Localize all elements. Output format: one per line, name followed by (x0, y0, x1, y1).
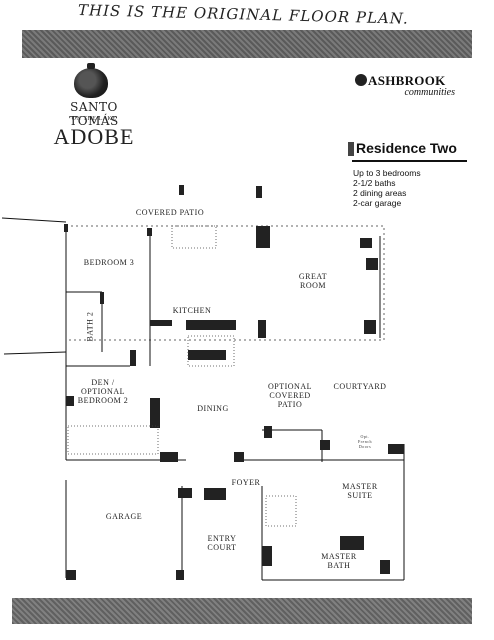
entry-court-line: ENTRY (207, 534, 237, 543)
brand-subtitle: communities (404, 87, 455, 98)
optional-covered-patio-line: OPTIONAL (268, 382, 312, 391)
entry-court-line: COURT (207, 543, 237, 552)
feature-item: 2 dining areas (353, 188, 407, 198)
optional-covered-patio-label: OPTIONAL COVERED PATIO (262, 382, 318, 409)
logo-name: SANTO TOMÁS (69, 100, 119, 128)
top-scan-band (22, 30, 472, 58)
foyer-label: FOYER (231, 478, 261, 487)
den-label-line: OPTIONAL (81, 387, 125, 396)
feature-item: 2-car garage (353, 198, 402, 208)
courtyard-label: COURTYARD (333, 382, 387, 391)
optional-covered-patio-line: COVERED (269, 391, 311, 400)
logo-adobe: ADOBE (53, 124, 135, 149)
dining-label: DINING (197, 404, 229, 413)
garage-label: GARAGE (105, 512, 143, 521)
feature-item: 2-1/2 baths (353, 178, 396, 188)
bath-2-label: BATH 2 (85, 311, 95, 342)
opt-french-doors-line: Doors (358, 444, 372, 449)
master-suite-line: MASTER (342, 482, 378, 491)
master-bath-line: MASTER (321, 552, 357, 561)
bedroom-3-label: BEDROOM 3 (83, 258, 135, 267)
great-room-label: GREAT ROOM (298, 272, 328, 290)
opt-french-doors-line: French (357, 439, 373, 444)
entry-court-label: ENTRY COURT (200, 534, 244, 552)
bottom-scan-band (12, 598, 472, 624)
den-label: DEN / OPTIONAL BEDROOM 2 (70, 378, 136, 405)
master-suite-line: SUITE (347, 491, 373, 500)
ashbrook-brand: ASHBROOK communities (355, 72, 455, 98)
master-bath-label: MASTER BATH (314, 552, 364, 570)
logo-subtitle: ON THE LAKE (71, 116, 117, 122)
den-label-line: DEN / (91, 378, 115, 387)
den-label-line: BEDROOM 2 (77, 396, 129, 405)
adobe-pot-icon (74, 63, 108, 98)
opt-french-doors-note: Opt. French Doors (350, 434, 380, 449)
opt-french-doors-line: Opt. (360, 434, 370, 439)
master-suite-label: MASTER SUITE (332, 482, 388, 500)
kitchen-label: KITCHEN (172, 306, 212, 315)
feature-item: Up to 3 bedrooms (353, 168, 421, 178)
feature-list: Up to 3 bedrooms 2-1/2 baths 2 dining ar… (353, 168, 421, 208)
optional-covered-patio-line: PATIO (277, 400, 303, 409)
master-bath-line: BATH (327, 561, 351, 570)
residence-title: Residence Two (348, 140, 467, 162)
covered-patio-label: COVERED PATIO (135, 208, 205, 217)
brand-name: ASHBROOK (368, 73, 446, 88)
ashbrook-a-icon (355, 74, 367, 86)
